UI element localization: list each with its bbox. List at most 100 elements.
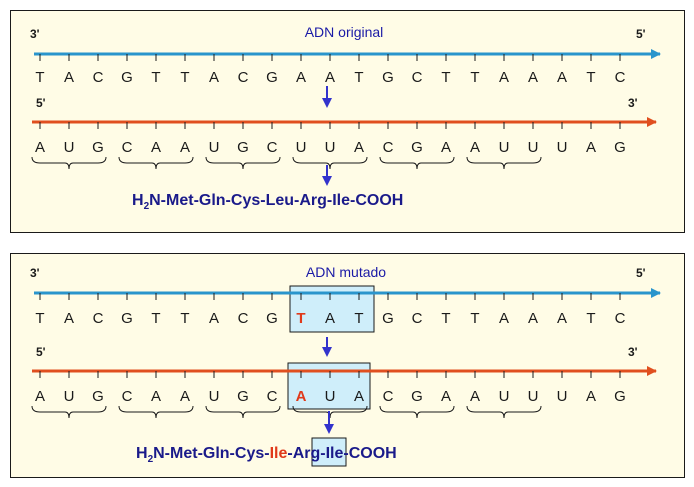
mutated-dna-nucleotide: G: [121, 310, 133, 327]
mutated-dna-nucleotide: C: [615, 310, 626, 327]
original-mrna-nucleotide: A: [151, 139, 161, 156]
mutated-mrna-nucleotide: C: [383, 388, 394, 405]
mutated-mrna-nucleotide: C: [267, 388, 278, 405]
original-dna-nucleotide: T: [586, 69, 595, 86]
original-codon-brace: [292, 156, 368, 170]
original-mrna-nucleotide: G: [614, 139, 626, 156]
original-codon-brace: [379, 156, 455, 170]
mutated-amino-acid-highlight: [311, 437, 347, 467]
mutated-dna-nucleotide: T: [586, 310, 595, 327]
original-mrna-nucleotide: C: [122, 139, 133, 156]
original-dna-nucleotide: T: [180, 69, 189, 86]
original-mrna-nucleotide: G: [92, 139, 104, 156]
mutated-dna-label-right: 5': [636, 266, 646, 280]
mutated-dna-nucleotide: A: [209, 310, 219, 327]
mutated-mrna-nucleotide: A: [470, 388, 480, 405]
mutated-dna-nucleotide: A: [528, 310, 538, 327]
original-mrna-nucleotide: A: [354, 139, 364, 156]
mutated-dna-nucleotide: A: [557, 310, 567, 327]
mutated-dna-nucleotide: G: [382, 310, 394, 327]
mutated-dna-nucleotide: G: [266, 310, 278, 327]
original-dna-nucleotide: T: [441, 69, 450, 86]
original-mrna-nucleotide: G: [411, 139, 423, 156]
original-mrna-nucleotide: C: [383, 139, 394, 156]
original-codon-braces: [31, 156, 542, 170]
original-dna-nucleotide: G: [266, 69, 278, 86]
mutated-dna-nucleotide: T: [441, 310, 450, 327]
mutated-mrna-nucleotide: U: [209, 388, 220, 405]
mutated-mrna-nucleotide: A: [151, 388, 161, 405]
original-mrna-nucleotide: U: [64, 139, 75, 156]
original-mrna-nucleotide: G: [237, 139, 249, 156]
mutated-mrna-nucleotide: A: [354, 388, 364, 405]
original-dna-nucleotide: A: [325, 69, 335, 86]
mutated-dna-nucleotide: T: [296, 310, 305, 327]
mutated-dna-nucleotide: T: [151, 310, 160, 327]
mutated-dna-nucleotide: A: [64, 310, 74, 327]
original-dna-nucleotide: T: [151, 69, 160, 86]
original-transcription-arrow: [322, 86, 332, 108]
original-codon-brace: [466, 156, 542, 170]
original-dna-nucleotide: A: [296, 69, 306, 86]
original-mrna-nucleotide: U: [499, 139, 510, 156]
mutated-mrna-nucleotide: A: [180, 388, 190, 405]
mutated-transcription-arrow: [322, 337, 332, 357]
original-mrna-nucleotide: U: [528, 139, 539, 156]
mutated-dna-nucleotide: A: [499, 310, 509, 327]
mutated-mrna-nucleotide: A: [296, 388, 307, 405]
original-mrna-nucleotide: A: [441, 139, 451, 156]
mutated-mrna-nucleotide: U: [64, 388, 75, 405]
original-mrna-label-left: 5': [36, 96, 46, 110]
original-mrna-nucleotide: C: [267, 139, 278, 156]
original-mrna-nucleotide: A: [470, 139, 480, 156]
mutated-mrna-nucleotide: A: [586, 388, 596, 405]
original-codon-brace: [118, 156, 194, 170]
original-dna-nucleotide: T: [35, 69, 44, 86]
original-codon-brace: [31, 156, 107, 170]
mutated-dna-nucleotide: C: [238, 310, 249, 327]
mutated-mrna-nucleotide: A: [441, 388, 451, 405]
mutated-mrna-nucleotide: G: [237, 388, 249, 405]
mutated-dna-nucleotide: T: [470, 310, 479, 327]
mutated-mrna-label-right: 3': [628, 345, 638, 359]
mutated-dna-nucleotide: C: [93, 310, 104, 327]
original-dna-nucleotide: C: [238, 69, 249, 86]
mutated-dna-nucleotide: T: [180, 310, 189, 327]
original-mrna-nucleotide: A: [586, 139, 596, 156]
original-dna-nucleotide: A: [64, 69, 74, 86]
mutated-dna-nucleotide: C: [412, 310, 423, 327]
mutated-dna-nucleotide: A: [325, 310, 335, 327]
original-mrna-nucleotide: A: [35, 139, 45, 156]
original-dna-nucleotide: T: [470, 69, 479, 86]
mutated-mrna-nucleotide: G: [614, 388, 626, 405]
original-dna-nucleotide: C: [93, 69, 104, 86]
mutated-mrna-nucleotide: C: [122, 388, 133, 405]
original-dna-label-right: 5': [636, 27, 646, 41]
original-translation-arrow: [322, 165, 332, 186]
mutated-affected-amino-acid: Ile: [270, 445, 288, 462]
mutated-mrna-ticks: [39, 371, 621, 378]
mutated-mrna-nucleotide: U: [499, 388, 510, 405]
mutated-dna-ticks: [39, 293, 621, 300]
mutated-codon-brace: [379, 405, 455, 419]
mutated-codon-braces: [31, 405, 542, 419]
original-mrna-nucleotide: U: [209, 139, 220, 156]
original-dna-nucleotide: A: [557, 69, 567, 86]
original-codon-brace: [205, 156, 281, 170]
original-mrna-nucleotide: A: [180, 139, 190, 156]
original-mrna-nucleotide: U: [296, 139, 307, 156]
mutated-mrna-label-left: 5': [36, 345, 46, 359]
mutated-mrna-nucleotide: G: [411, 388, 423, 405]
mutated-mrna-nucleotide: U: [528, 388, 539, 405]
original-title: ADN original: [305, 24, 384, 40]
original-dna-ticks: [39, 54, 621, 61]
original-dna-nucleotide: A: [528, 69, 538, 86]
original-protein: H2N-Met-Gln-Cys-Leu-Arg-Ile-COOH: [132, 192, 403, 212]
mutated-dna-nucleotide: T: [354, 310, 363, 327]
mutated-mrna-nucleotide: G: [92, 388, 104, 405]
